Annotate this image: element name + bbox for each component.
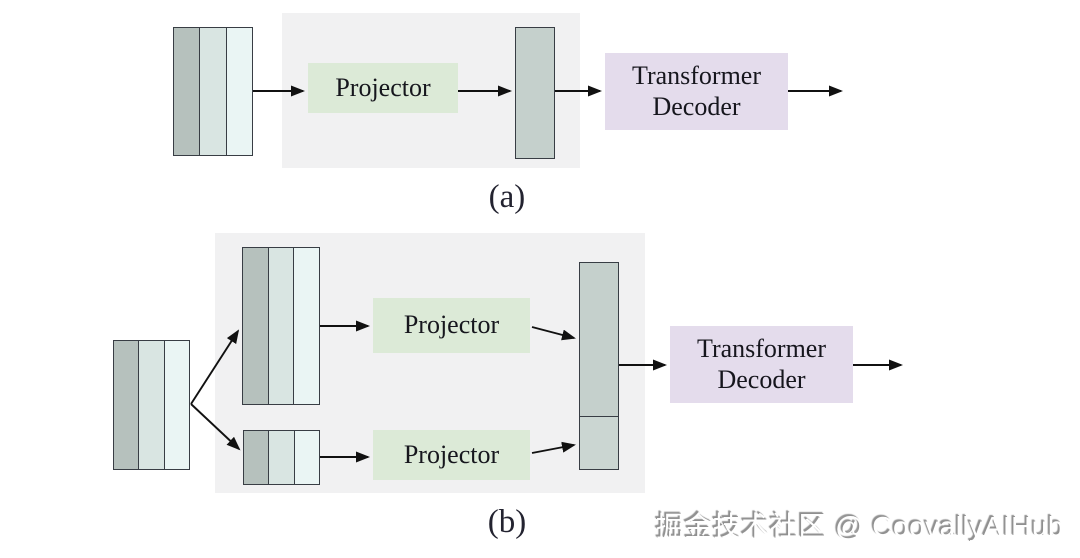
decoder-label-b: Transformer Decoder (696, 333, 827, 394)
token-bar (200, 28, 227, 155)
token-bar (139, 341, 165, 469)
decoder-label-a: Transformer Decoder (631, 60, 762, 121)
token-bar (226, 28, 252, 155)
projector-label-a: Projector (335, 72, 431, 102)
projector-label-b-bottom: Projector (403, 439, 500, 469)
token-bar (294, 248, 320, 404)
projector-box-a: Projector (308, 63, 458, 113)
transformer-decoder-box-a: Transformer Decoder (605, 53, 788, 130)
token-bar (268, 248, 295, 404)
concat-segment-bottom (580, 417, 618, 469)
token-bar (294, 431, 319, 484)
projector-label-b-top: Projector (403, 310, 500, 340)
projector-box-b-bottom: Projector (373, 430, 530, 480)
token-bar (269, 431, 295, 484)
token-stack-b-input (113, 340, 190, 470)
token-stack-a-input (173, 27, 253, 156)
figure-label-a: (a) (488, 179, 526, 215)
transformer-decoder-box-b: Transformer Decoder (670, 326, 853, 403)
token-stack-b-top (242, 247, 320, 405)
token-bar (164, 341, 189, 469)
feature-bar-a (515, 27, 555, 159)
token-stack-b-bottom (243, 430, 320, 485)
token-bar (243, 248, 269, 404)
concat-segment-top (580, 263, 618, 417)
concat-feature-bar-b (579, 262, 619, 470)
watermark-text: 掘金技术社区 @ CoovallyAIHub (655, 511, 1064, 542)
projector-box-b-top: Projector (373, 298, 530, 353)
token-bar (174, 28, 201, 155)
figure-label-b: (b) (487, 504, 527, 540)
token-bar (244, 431, 270, 484)
token-bar (114, 341, 140, 469)
